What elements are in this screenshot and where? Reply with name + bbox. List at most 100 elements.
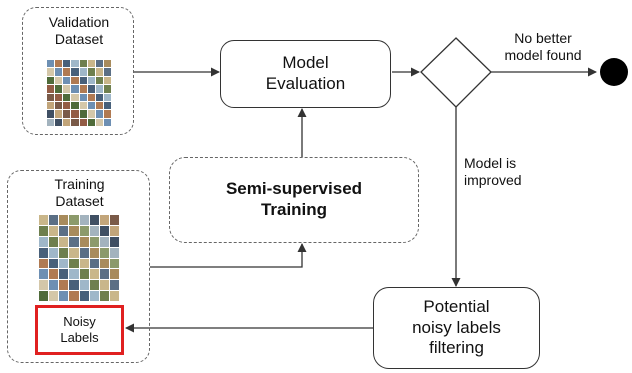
decision-diamond xyxy=(420,37,492,108)
thumbnail-tile xyxy=(95,85,103,93)
thumbnail-tile xyxy=(49,269,59,280)
thumbnail-tile xyxy=(49,280,59,291)
thumbnail-tile xyxy=(55,118,63,126)
filtering-line2: noisy labels xyxy=(412,317,501,337)
validation-image-grid xyxy=(47,60,111,126)
filtering-line3: filtering xyxy=(429,338,484,358)
thumbnail-tile xyxy=(79,60,87,68)
thumbnail-tile xyxy=(95,76,103,85)
thumbnail-tile xyxy=(79,225,89,236)
thumbnail-tile xyxy=(69,291,79,301)
thumbnail-tile xyxy=(55,76,63,85)
thumbnail-tile xyxy=(59,258,69,269)
thumbnail-tile xyxy=(59,291,69,301)
training-dataset-title: Training Dataset xyxy=(8,176,151,210)
thumbnail-tile xyxy=(79,291,89,301)
thumbnail-tile xyxy=(69,215,79,225)
thumbnail-tile xyxy=(55,68,63,76)
thumbnail-tile xyxy=(71,68,79,76)
thumbnail-tile xyxy=(87,68,95,76)
thumbnail-tile xyxy=(89,269,99,280)
thumbnail-tile xyxy=(103,76,111,85)
thumbnail-tile xyxy=(103,110,111,118)
thumbnail-tile xyxy=(89,291,99,301)
thumbnail-tile xyxy=(63,76,71,85)
thumbnail-tile xyxy=(95,60,103,68)
thumbnail-tile xyxy=(69,225,79,236)
semi-supervised-training-box: Semi-supervised Training xyxy=(169,157,419,243)
validation-dataset-title: Validation Dataset xyxy=(23,14,135,48)
thumbnail-tile xyxy=(109,291,119,301)
thumbnail-tile xyxy=(87,85,95,93)
thumbnail-tile xyxy=(55,85,63,93)
thumbnail-tile xyxy=(109,247,119,258)
thumbnail-tile xyxy=(99,236,109,247)
thumbnail-tile xyxy=(71,101,79,110)
thumbnail-tile xyxy=(89,247,99,258)
thumbnail-tile xyxy=(103,93,111,101)
thumbnail-tile xyxy=(63,101,71,110)
thumbnail-tile xyxy=(99,291,109,301)
thumbnail-tile xyxy=(39,236,49,247)
thumbnail-tile xyxy=(109,269,119,280)
thumbnail-tile xyxy=(79,258,89,269)
thumbnail-tile xyxy=(47,93,55,101)
thumbnail-tile xyxy=(55,93,63,101)
thumbnail-tile xyxy=(49,258,59,269)
thumbnail-tile xyxy=(69,269,79,280)
thumbnail-tile xyxy=(87,60,95,68)
thumbnail-tile xyxy=(59,215,69,225)
training-image-grid xyxy=(39,215,119,301)
thumbnail-tile xyxy=(55,110,63,118)
thumbnail-tile xyxy=(87,93,95,101)
thumbnail-tile xyxy=(49,236,59,247)
thumbnail-tile xyxy=(39,225,49,236)
thumbnail-tile xyxy=(55,101,63,110)
thumbnail-tile xyxy=(79,76,87,85)
thumbnail-tile xyxy=(109,215,119,225)
thumbnail-tile xyxy=(89,215,99,225)
thumbnail-tile xyxy=(49,215,59,225)
thumbnail-tile xyxy=(99,269,109,280)
thumbnail-tile xyxy=(47,76,55,85)
semi-supervised-line1: Semi-supervised xyxy=(225,179,363,199)
thumbnail-tile xyxy=(79,68,87,76)
model-evaluation-box: Model Evaluation xyxy=(220,40,391,108)
thumbnail-tile xyxy=(79,118,87,126)
validation-title-line1: Validation xyxy=(48,14,110,30)
thumbnail-tile xyxy=(47,68,55,76)
thumbnail-tile xyxy=(95,118,103,126)
thumbnail-tile xyxy=(79,215,89,225)
noisy-labels-box: Noisy Labels xyxy=(35,305,124,355)
noisy-labels-line2: Labels xyxy=(60,330,99,345)
thumbnail-tile xyxy=(87,118,95,126)
thumbnail-tile xyxy=(79,269,89,280)
thumbnail-tile xyxy=(55,60,63,68)
thumbnail-tile xyxy=(71,76,79,85)
no-better-line1: No better xyxy=(514,30,572,46)
thumbnail-tile xyxy=(79,247,89,258)
thumbnail-tile xyxy=(109,236,119,247)
thumbnail-tile xyxy=(87,76,95,85)
thumbnail-tile xyxy=(39,215,49,225)
noisy-labels-filtering-box: Potential noisy labels filtering xyxy=(373,287,540,369)
thumbnail-tile xyxy=(99,280,109,291)
thumbnail-tile xyxy=(109,280,119,291)
validation-title-line2: Dataset xyxy=(54,31,104,48)
thumbnail-tile xyxy=(103,85,111,93)
thumbnail-tile xyxy=(109,258,119,269)
thumbnail-tile xyxy=(103,68,111,76)
thumbnail-tile xyxy=(89,280,99,291)
thumbnail-tile xyxy=(69,236,79,247)
thumbnail-tile xyxy=(95,110,103,118)
thumbnail-tile xyxy=(39,258,49,269)
improved-line1: Model is xyxy=(464,155,517,171)
thumbnail-tile xyxy=(49,225,59,236)
thumbnail-tile xyxy=(103,101,111,110)
model-evaluation-line1: Model xyxy=(282,53,329,73)
training-dataset-box: Training Dataset Noisy Labels xyxy=(7,170,150,363)
thumbnail-tile xyxy=(71,60,79,68)
thumbnail-tile xyxy=(69,258,79,269)
validation-dataset-box: Validation Dataset xyxy=(22,7,134,135)
arrow-training-to-semi xyxy=(150,243,307,268)
